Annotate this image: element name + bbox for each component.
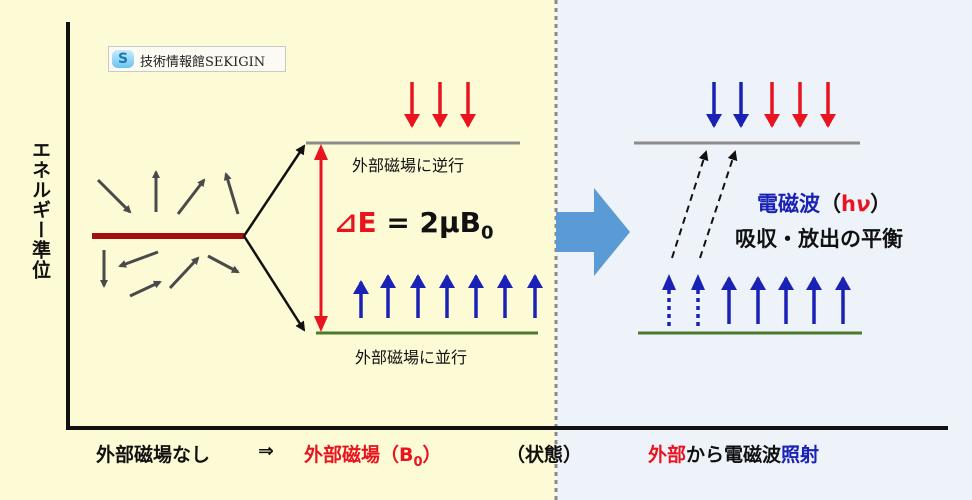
state-no-field: 外部磁場なし <box>96 444 211 466</box>
random-spin-arrows <box>96 170 240 298</box>
state-word: （状態） <box>506 444 583 466</box>
transition-block-arrow <box>556 188 630 276</box>
random-spin-arrow <box>96 178 132 214</box>
delta-e-subscript: 0 <box>480 222 494 244</box>
state-with-field-text: 外部磁場（B <box>304 444 414 466</box>
external-em-black: から電磁波 <box>686 444 782 466</box>
random-spin-arrow <box>207 254 240 274</box>
upper-level-label: 外部磁場に逆行 <box>352 156 465 175</box>
state-with-field: 外部磁場（B0） <box>304 440 442 470</box>
vacated-spin-group <box>662 274 705 326</box>
excitation-dashed-arrow <box>699 150 738 259</box>
em-h: h <box>841 192 856 216</box>
left-panel-background <box>0 0 556 500</box>
em-paren-close: ） <box>870 192 892 216</box>
random-spin-arrow <box>118 250 159 268</box>
logo-text: 技術情報館SEKIGIN <box>140 55 266 70</box>
delta-e-arrowhead-bottom <box>314 316 328 332</box>
state-with-field-sub: 0 <box>413 454 423 470</box>
split-down-arrow <box>242 235 306 332</box>
em-nu: ν <box>855 192 871 216</box>
split-up-arrow <box>242 144 306 237</box>
antiparallel-spin-group <box>404 82 476 128</box>
delta-e-arrowhead-top <box>314 144 328 160</box>
external-em-blue: 照射 <box>781 444 820 466</box>
random-spin-arrow <box>176 178 206 215</box>
vacated-spin-arrowhead <box>662 274 676 290</box>
logo: S 技術情報館SEKIGIN <box>108 46 286 72</box>
delta-e-label: ⊿E = 2μB0 <box>334 206 494 244</box>
right-antiparallel-spin-group <box>706 82 836 128</box>
right-panel-background <box>556 0 972 500</box>
delta-e-symbol: ⊿E <box>334 206 377 239</box>
excitation-dashed-arrow <box>671 150 709 259</box>
vacated-spin-arrowhead <box>691 274 705 290</box>
external-em-red: 外部 <box>648 444 687 466</box>
random-spin-arrow <box>168 256 200 290</box>
logo-mark-icon: S <box>112 50 134 68</box>
em-paren-open: （ <box>820 192 841 216</box>
em-wave-word: 電磁波 <box>757 192 820 216</box>
y-axis-label: エネルギー準位 <box>29 140 51 280</box>
external-em-label: 外部から電磁波照射 <box>648 440 819 467</box>
state-with-field-close: ） <box>422 444 442 466</box>
em-wave-subtitle: 吸収・放出の平衡 <box>735 227 903 251</box>
lower-level-label: 外部磁場に並行 <box>355 348 468 367</box>
delta-e-formula: = 2μB <box>376 206 481 239</box>
random-spin-arrow <box>129 280 162 298</box>
parallel-spin-group <box>353 274 543 318</box>
random-spin-arrow <box>223 172 240 215</box>
right-parallel-spin-group <box>721 276 851 324</box>
state-arrow: ⇒ <box>258 440 274 462</box>
em-wave-title: 電磁波（hν） <box>757 188 891 218</box>
